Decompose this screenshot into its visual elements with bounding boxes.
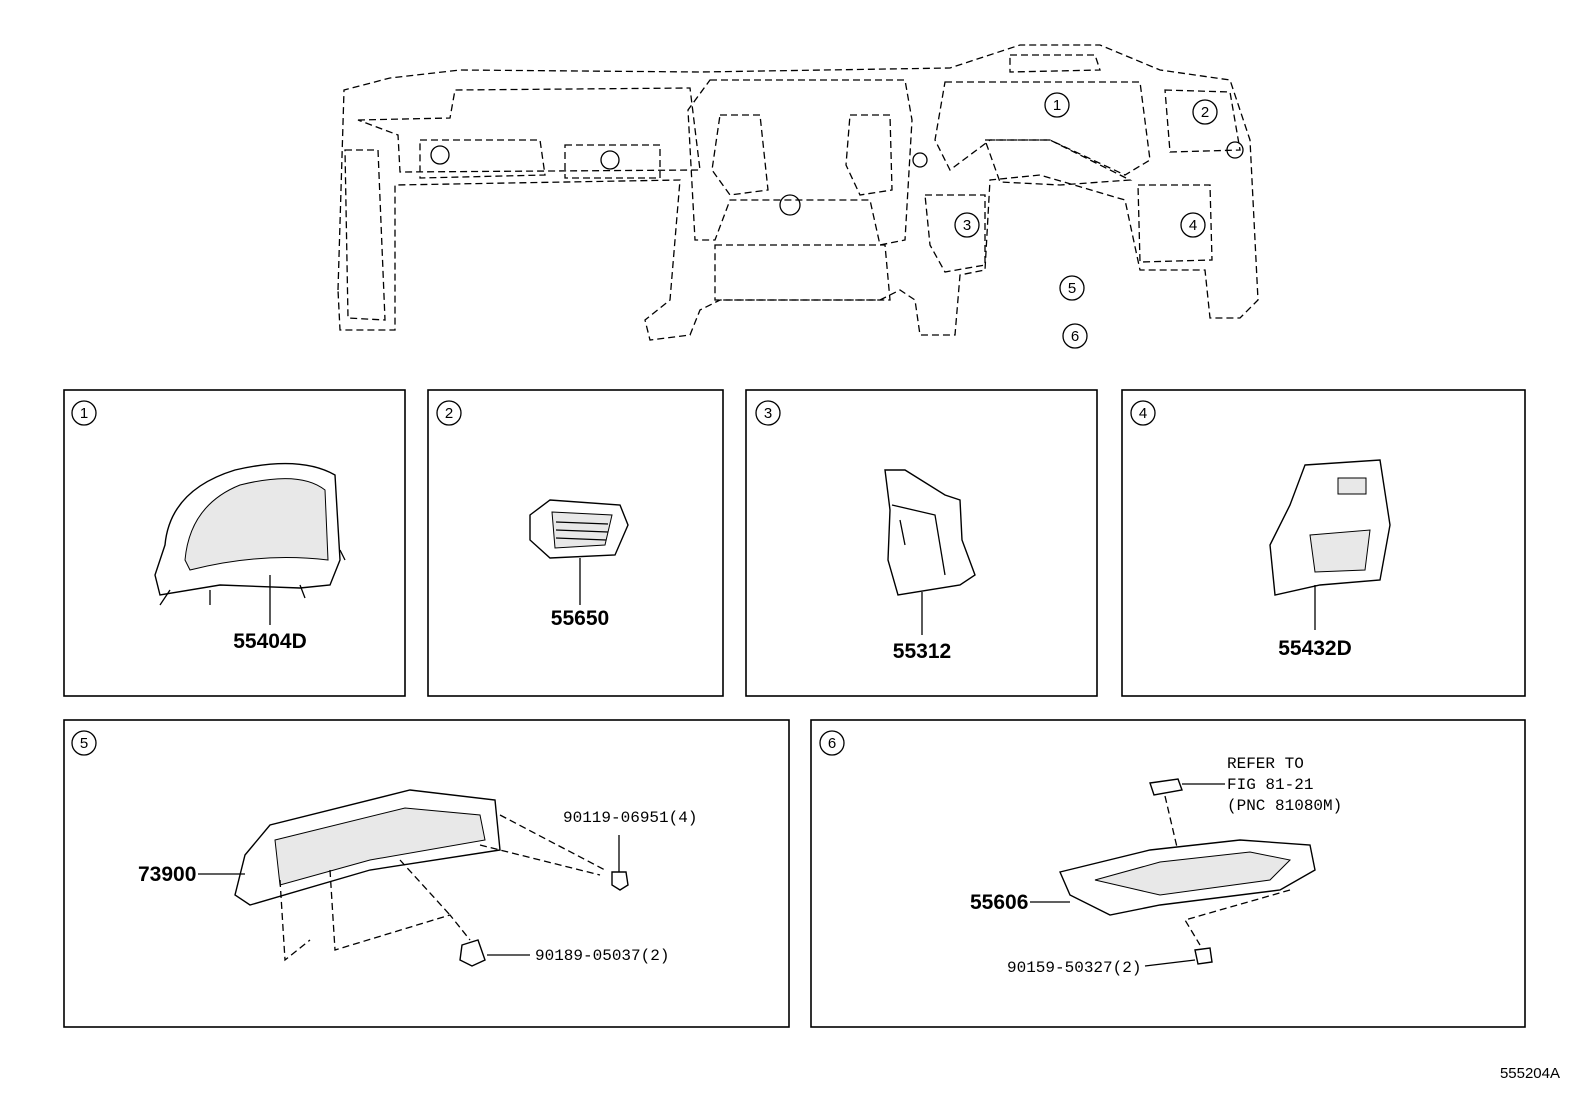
part-number-55606: 55606: [970, 891, 1028, 914]
under-cover-icon: [1059, 839, 1316, 916]
part-number-90159-50327: 90159-50327(2): [1007, 959, 1141, 977]
svg-text:6: 6: [1071, 328, 1079, 345]
svg-text:4: 4: [1139, 405, 1147, 422]
panel-1: 1 55404D: [63, 389, 406, 697]
lower-panel-cover-icon: [884, 469, 976, 596]
panel-6: 6 REFER TO FIG 81-21 (PNC 81080M) 55606 …: [810, 719, 1526, 1028]
svg-text:1: 1: [80, 405, 88, 422]
svg-text:4: 4: [1189, 217, 1197, 234]
overview-callout-6: 6: [1062, 323, 1088, 349]
svg-text:3: 3: [963, 217, 971, 234]
svg-text:6: 6: [828, 735, 836, 752]
svg-text:2: 2: [1201, 104, 1209, 121]
clip-icon: [459, 939, 486, 967]
overview-callout-3: 3: [954, 212, 980, 238]
svg-text:3: 3: [764, 405, 772, 422]
panel-5: 5 73900 90119-06951(4) 90189-05037(2): [63, 719, 790, 1028]
instrument-panel-overview: [337, 44, 1259, 341]
air-vent-register-icon: [529, 499, 629, 559]
part-number-55432D: 55432D: [1278, 637, 1352, 660]
connector-icon: [1149, 778, 1225, 796]
lower-panel-trim-icon: [1269, 459, 1391, 596]
screw-icon: [1194, 947, 1213, 965]
panel-2: 2 55650: [427, 389, 724, 697]
overview-callout-1: 1: [1044, 92, 1070, 118]
part-number-73900: 73900: [138, 863, 196, 886]
svg-text:2: 2: [445, 405, 453, 422]
part-number-90119-06951: 90119-06951(4): [563, 809, 697, 827]
svg-text:1: 1: [1053, 97, 1061, 114]
panel-3: 3 55312: [745, 389, 1098, 697]
refer-note-line-2: FIG 81-21: [1227, 776, 1313, 794]
panel-4: 4 55432D: [1121, 389, 1526, 697]
overview-callout-5: 5: [1059, 275, 1085, 301]
lower-finish-panel-icon: [234, 789, 501, 906]
overview-callout-2: 2: [1192, 99, 1218, 125]
overview-callout-4: 4: [1180, 212, 1206, 238]
instrument-cluster-hood-icon: [154, 462, 346, 606]
diagram-id: 555204A: [1500, 1065, 1560, 1082]
svg-text:5: 5: [1068, 280, 1076, 297]
part-number-55404D: 55404D: [233, 630, 307, 653]
svg-text:5: 5: [80, 735, 88, 752]
refer-note-line-3: (PNC 81080M): [1227, 797, 1342, 815]
refer-note: REFER TO FIG 81-21 (PNC 81080M): [1227, 755, 1342, 815]
refer-note-line-1: REFER TO: [1227, 755, 1304, 773]
part-number-55312: 55312: [893, 640, 951, 663]
bolt-icon: [611, 835, 629, 891]
part-number-90189-05037: 90189-05037(2): [535, 947, 669, 965]
part-number-55650: 55650: [551, 607, 609, 630]
